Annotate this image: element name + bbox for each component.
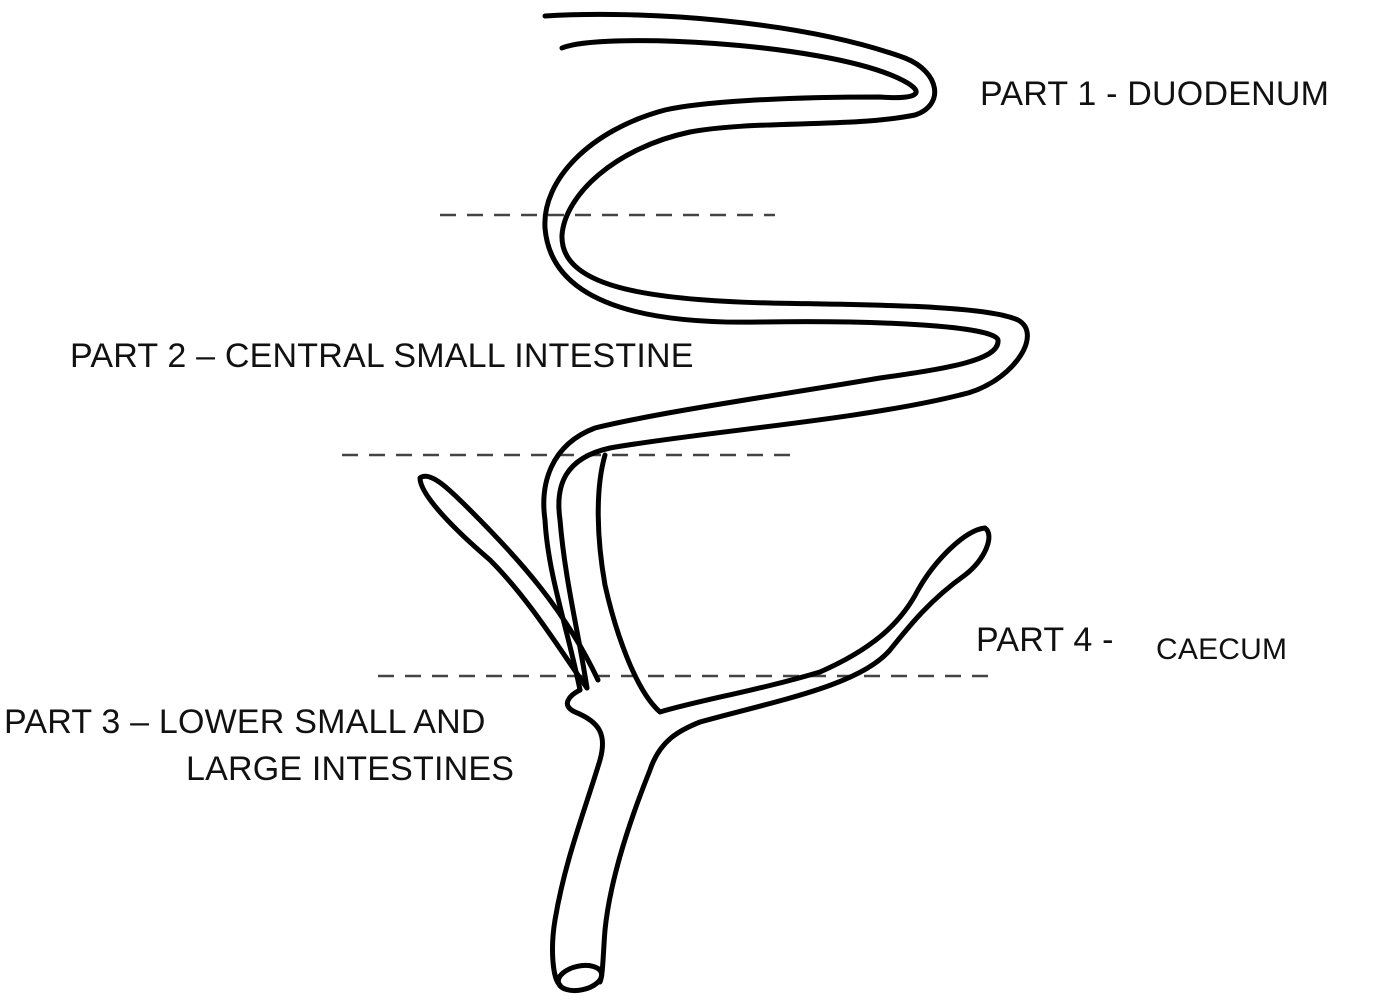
- trunk-left-edge: [550, 687, 606, 988]
- caecum-branch-upper: [697, 525, 992, 725]
- tube-right-branch-inner: [595, 452, 823, 715]
- label-part2: PART 2 – CENTRAL SMALL INTESTINE: [70, 337, 694, 375]
- trunk-right-edge: [597, 719, 703, 985]
- tube-inner-edge: [541, 38, 1001, 693]
- label-part4-name: CAECUM: [1156, 633, 1288, 666]
- left-branch: [417, 473, 601, 691]
- label-part3-line1: PART 3 – LOWER SMALL AND: [4, 703, 486, 741]
- label-part4-prefix: PART 4 -: [976, 621, 1114, 659]
- trunk-end-opening: [555, 962, 605, 994]
- label-part1: PART 1 - DUODENUM: [980, 75, 1330, 113]
- label-part3-line2: LARGE INTESTINES: [186, 750, 515, 788]
- tube-outer-edge: [542, 11, 1030, 691]
